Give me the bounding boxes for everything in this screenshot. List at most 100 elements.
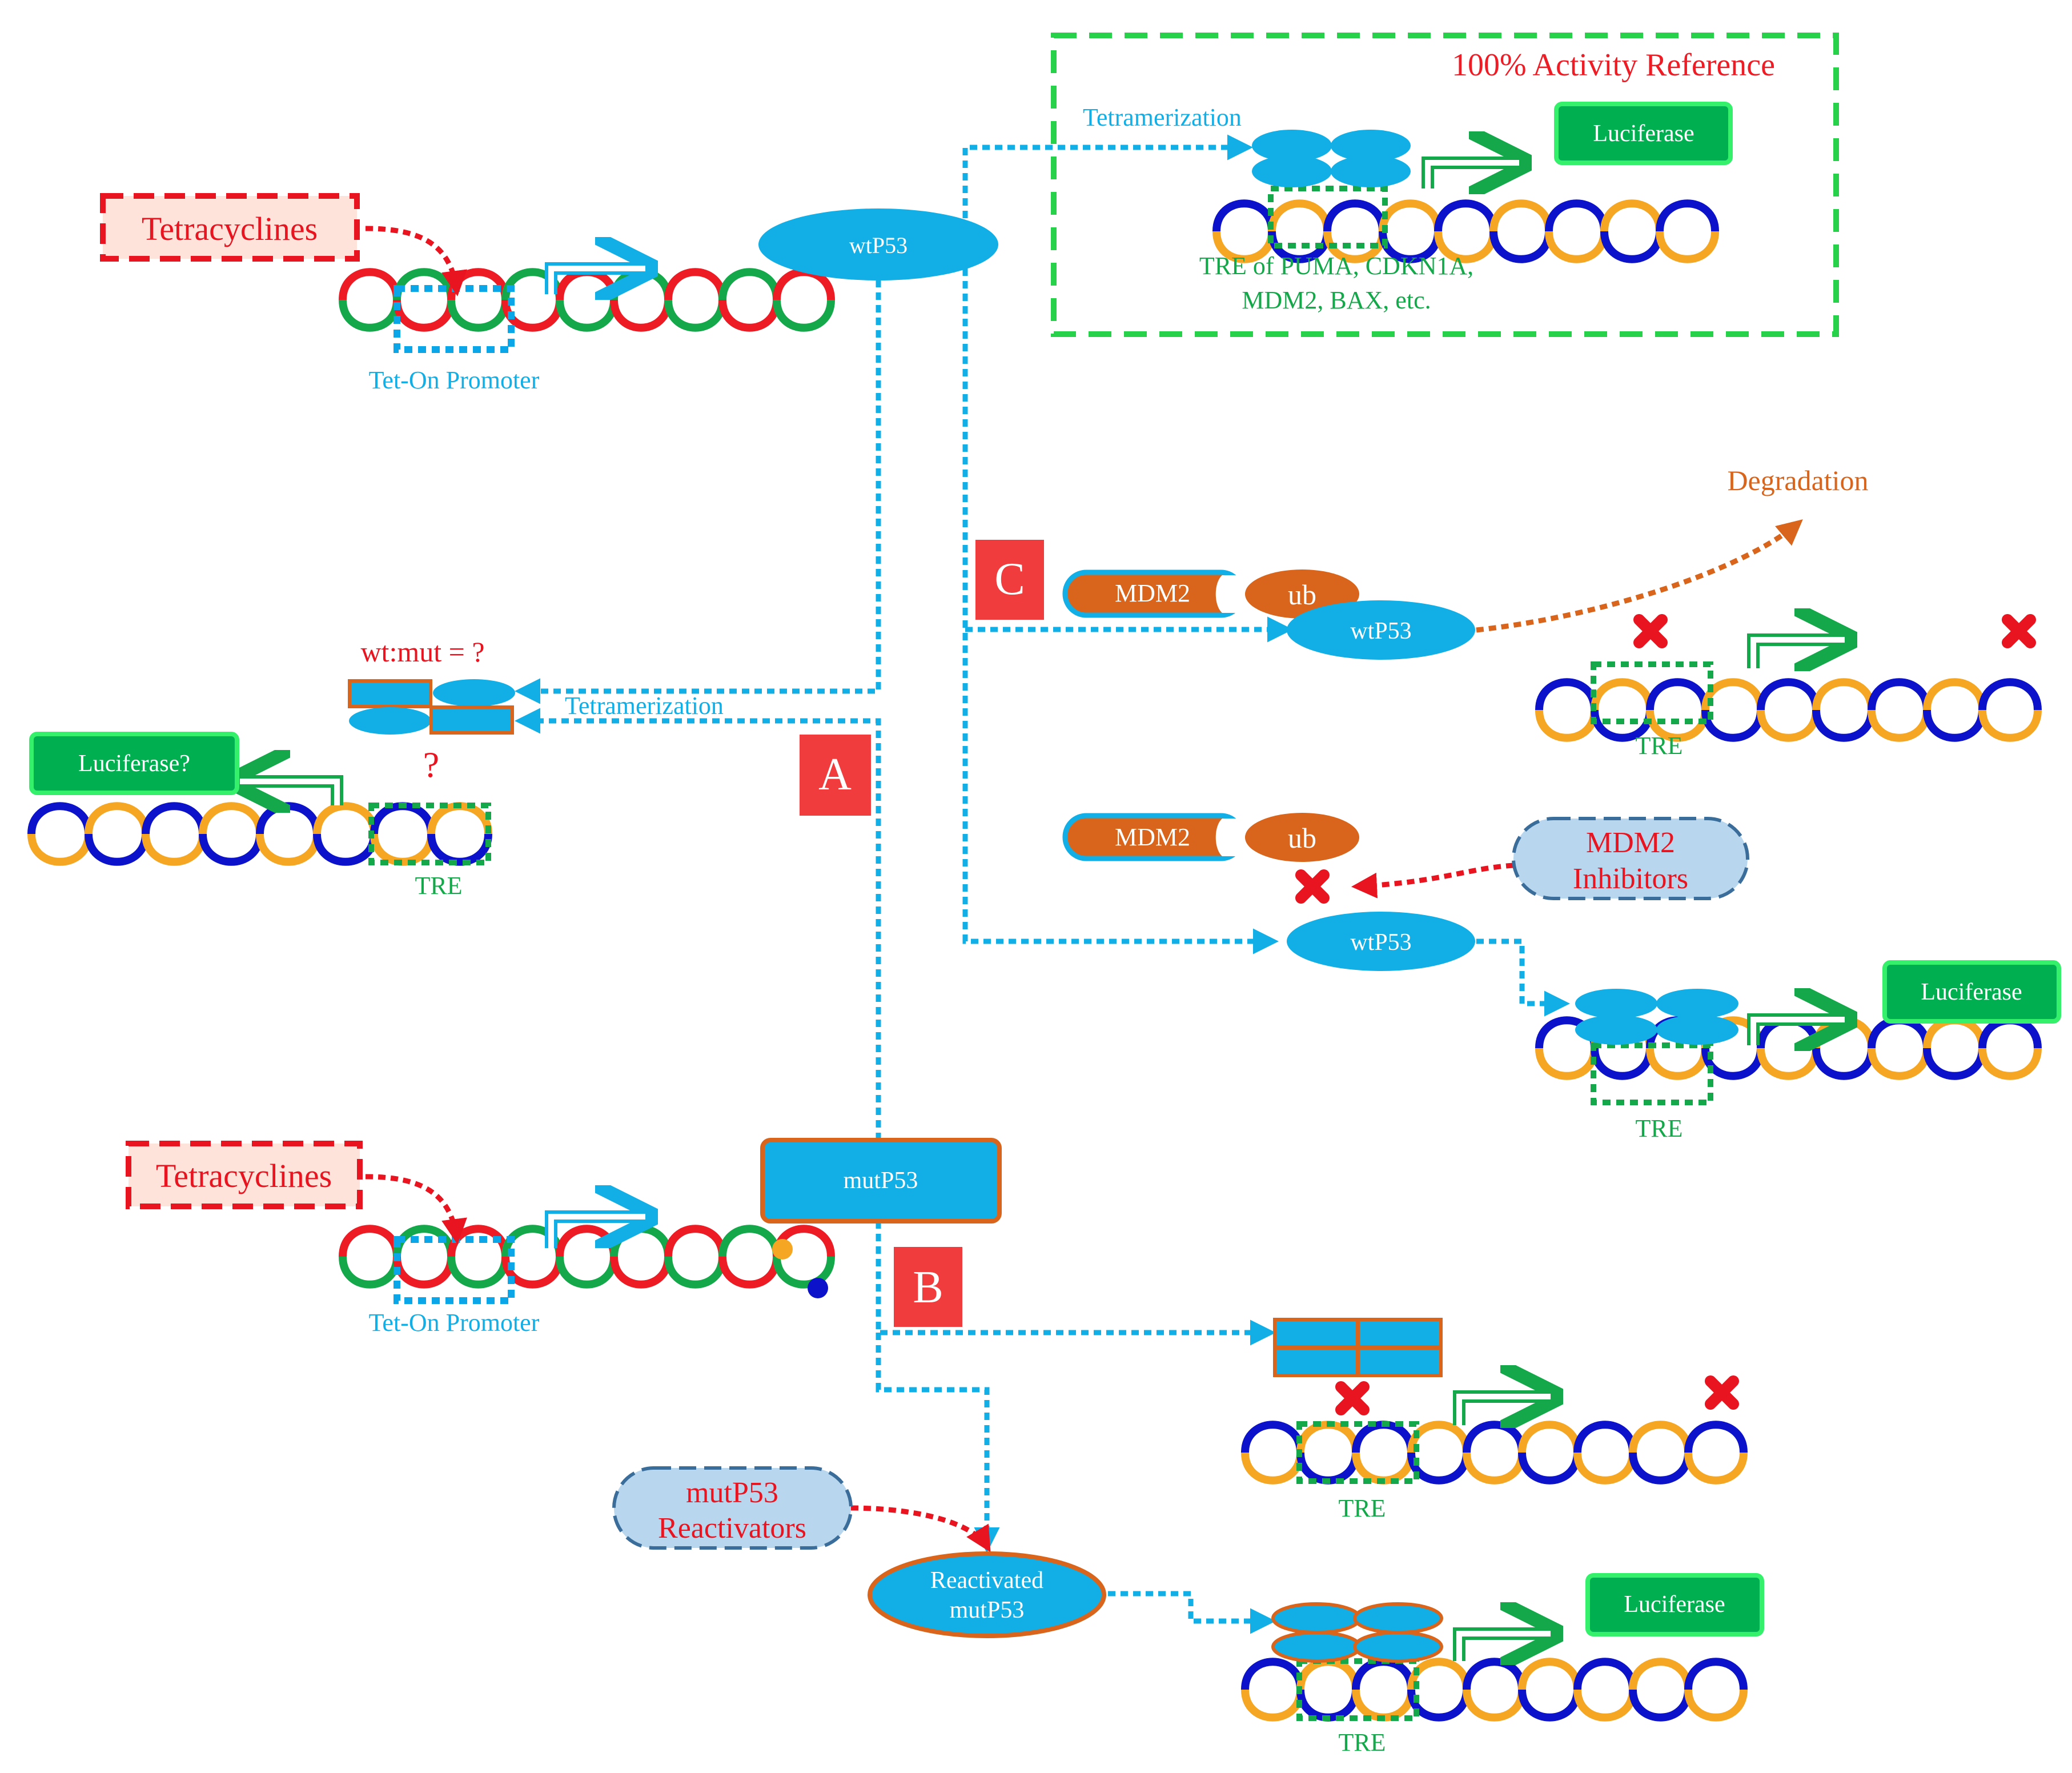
dna-strand-arc bbox=[1535, 1048, 1599, 1080]
wtp53-c1 bbox=[1287, 600, 1475, 660]
tre-label-c1: TRE bbox=[1635, 732, 1683, 760]
dna-strand-arc bbox=[1241, 1689, 1304, 1722]
path-mut-to-a bbox=[515, 708, 881, 1140]
tet-on-promoter-label-bottom: Tet-On Promoter bbox=[369, 1309, 540, 1337]
dna-strand-arc bbox=[1757, 709, 1820, 742]
path-wt-down-c bbox=[962, 268, 1279, 954]
reactivated-tetramer-b2 bbox=[1271, 1602, 1443, 1663]
mutp53-label: mutP53 bbox=[844, 1168, 918, 1194]
dna-strand-arc bbox=[1629, 1452, 1692, 1485]
dna-strand-arc bbox=[718, 1256, 781, 1289]
dna-strand-arc bbox=[1352, 1658, 1415, 1690]
dna-strand-arc bbox=[1656, 231, 1719, 263]
dna-strand-arc bbox=[664, 1225, 726, 1257]
path-reactivated-to-dna bbox=[1108, 1591, 1276, 1634]
transcription-arrow-b1 bbox=[1453, 1397, 1551, 1425]
tre-site-a bbox=[368, 803, 491, 865]
dna-top-tet-on bbox=[339, 268, 835, 332]
dna-strand-arc bbox=[1629, 1689, 1692, 1722]
dna-strand-arc bbox=[1379, 199, 1442, 232]
dna-strand-arc bbox=[339, 1256, 401, 1289]
activity-reference-label: 100% Activity Reference bbox=[1452, 47, 1775, 83]
arrow-degradation bbox=[1476, 519, 1803, 633]
tre-site-b1 bbox=[1296, 1421, 1419, 1484]
dna-strand-arc bbox=[1923, 678, 1986, 711]
dna-strand-arc bbox=[1241, 1421, 1304, 1453]
mutant-tetramer-b1 bbox=[1273, 1318, 1443, 1377]
ub-label-c1: ub bbox=[1288, 579, 1316, 611]
dna-strand-arc bbox=[339, 1225, 401, 1257]
dna-strand-arc bbox=[1573, 1421, 1637, 1453]
dna-strand-arc bbox=[664, 1256, 726, 1289]
dna-a bbox=[27, 802, 492, 866]
dna-strand-arc bbox=[1241, 1658, 1304, 1690]
dna-strand-arc bbox=[1518, 1689, 1581, 1722]
panel-a-label: A bbox=[818, 749, 852, 800]
dna-strand-arc bbox=[1573, 1452, 1637, 1485]
dna-strand-arc bbox=[199, 802, 264, 835]
dna-strand-arc bbox=[339, 299, 401, 332]
dna-strand-arc bbox=[313, 802, 378, 835]
dna-strand-arc bbox=[85, 802, 150, 835]
ubiquitin-c2 bbox=[1245, 813, 1359, 862]
dna-strand-arc bbox=[1352, 1689, 1415, 1722]
dna-strand-arc bbox=[1600, 231, 1664, 263]
dna-strand-arc bbox=[1518, 1658, 1581, 1690]
mutp53-box bbox=[760, 1138, 1002, 1224]
dna-strand-arc bbox=[1212, 231, 1276, 263]
dna-strand-arc bbox=[27, 833, 93, 866]
dna-strand-arc bbox=[1656, 199, 1719, 232]
tetracyclines-box-top bbox=[100, 193, 360, 262]
dna-strand-arc bbox=[773, 1256, 835, 1289]
panel-b-label: B bbox=[913, 1262, 943, 1313]
tetracyclines-label-top: Tetracyclines bbox=[142, 210, 318, 247]
dna-c1 bbox=[1535, 678, 2042, 742]
block-x-c1-tre bbox=[1633, 614, 1668, 648]
dna-strand-arc bbox=[1407, 1689, 1471, 1722]
dna-strand-arc bbox=[1812, 1048, 1876, 1080]
dna-strand-arc bbox=[664, 268, 726, 300]
dna-strand-arc bbox=[1463, 1689, 1526, 1722]
dna-b1 bbox=[1241, 1421, 1748, 1485]
dna-strand-arc bbox=[718, 299, 781, 332]
ub-label-c2: ub bbox=[1288, 822, 1316, 854]
dna-strand-arc bbox=[1923, 709, 1986, 742]
dna-strand-arc bbox=[313, 833, 378, 866]
dna-strand-arc bbox=[1489, 231, 1553, 263]
reactivated-line2: mutP53 bbox=[950, 1597, 1025, 1623]
dna-strand-arc bbox=[1573, 1658, 1637, 1690]
dna-strand-arc bbox=[1463, 1421, 1526, 1453]
tre-reference-line1: TRE of PUMA, CDKN1A, bbox=[1199, 252, 1473, 280]
tre-site-c2 bbox=[1591, 1042, 1713, 1105]
mdm2-label-c2: MDM2 bbox=[1115, 823, 1190, 851]
dna-strand-arc bbox=[1407, 1421, 1471, 1453]
transcription-arrow-a bbox=[240, 781, 343, 805]
mutp53-subunit-a2 bbox=[429, 705, 514, 735]
dna-strand-arc bbox=[1535, 709, 1599, 742]
tre-label-b2: TRE bbox=[1338, 1728, 1386, 1756]
dna-strand-arc bbox=[718, 268, 781, 300]
tre-label-a: TRE bbox=[415, 872, 462, 900]
dna-strand-arc bbox=[556, 299, 618, 332]
luciferase-box-reference bbox=[1554, 102, 1733, 165]
arrow-tetracyclines-bottom bbox=[365, 1174, 467, 1245]
dna-strand-arc bbox=[1646, 678, 1709, 711]
dna-strand-arc bbox=[1923, 1048, 1986, 1080]
panel-c-box bbox=[975, 540, 1044, 620]
dna-strand-arc bbox=[718, 1225, 781, 1257]
dna-strand-arc bbox=[556, 1225, 618, 1257]
dna-strand-arc bbox=[556, 1256, 618, 1289]
dna-strand-arc bbox=[1701, 1048, 1765, 1080]
path-wt-to-a bbox=[515, 280, 881, 704]
dna-strand-arc bbox=[427, 802, 492, 835]
dna-strand-arc bbox=[142, 833, 207, 866]
wtp53-c2 bbox=[1287, 912, 1475, 971]
luciferase-label-b2: Luciferase bbox=[1624, 1591, 1725, 1618]
dna-strand-arc bbox=[256, 802, 321, 835]
dna-strand-arc bbox=[1407, 1452, 1471, 1485]
wtp53-top bbox=[758, 208, 998, 280]
dna-strand-arc bbox=[393, 1256, 455, 1289]
dna-strand-arc bbox=[1600, 199, 1664, 232]
dna-strand-arc bbox=[1684, 1452, 1748, 1485]
dna-strand-arc bbox=[256, 833, 321, 866]
